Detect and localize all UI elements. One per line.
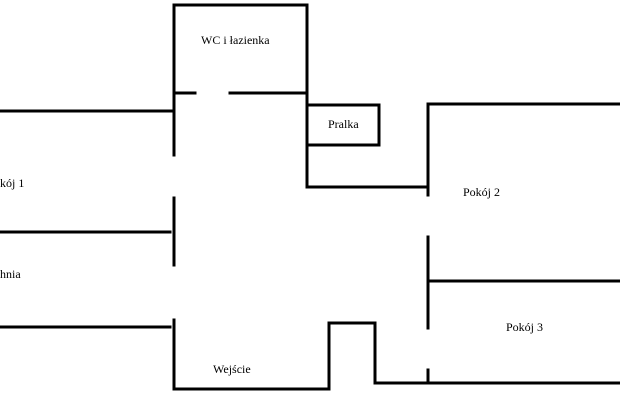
room-label-kuchnia: hnia xyxy=(0,267,21,281)
room-label-pokoj1: ókój 1 xyxy=(0,176,24,190)
walls xyxy=(0,3,620,391)
room-labels: WC i łazienka Pralka ókój 1 hnia Pokój 2… xyxy=(0,33,543,376)
room-label-pralka: Pralka xyxy=(328,117,359,131)
room-label-wc: WC i łazienka xyxy=(201,33,270,47)
room-label-wejscie: Wejście xyxy=(213,362,251,376)
room-label-pokoj3: Pokój 3 xyxy=(506,320,543,334)
room-label-pokoj2: Pokój 2 xyxy=(463,185,500,199)
